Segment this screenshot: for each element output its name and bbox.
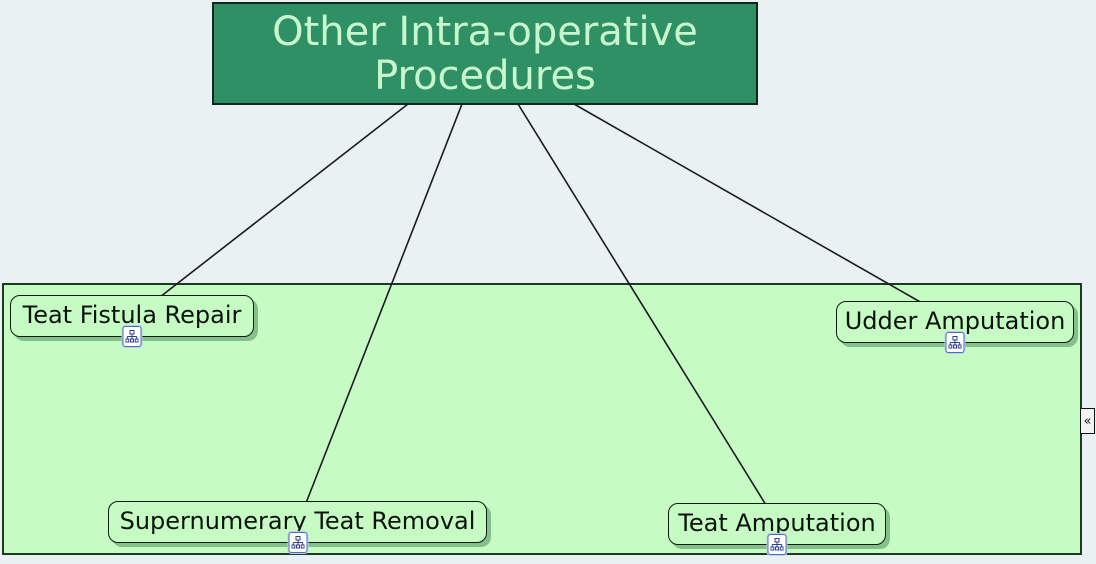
node-label: Udder Amputation xyxy=(844,307,1066,335)
node-teat-fistula-repair[interactable]: Teat Fistula Repair xyxy=(10,295,254,347)
root-node-label: Other Intra-operative Procedures xyxy=(272,8,698,99)
node-teat-amputation[interactable]: Teat Amputation xyxy=(668,503,886,555)
chevron-double-left-icon: « xyxy=(1083,413,1092,429)
hierarchy-icon[interactable] xyxy=(288,532,307,553)
collapse-panel-button[interactable]: « xyxy=(1080,408,1095,434)
edge-title-to-teat-fistula-repair xyxy=(159,103,409,298)
edge-title-to-udder-amputation xyxy=(573,103,923,304)
node-label: Supernumerary Teat Removal xyxy=(119,507,476,535)
node-label: Teat Amputation xyxy=(678,509,876,537)
hierarchy-icon[interactable] xyxy=(945,332,965,353)
hierarchy-icon[interactable] xyxy=(122,326,142,347)
node-supernumerary-teat-removal[interactable]: Supernumerary Teat Removal xyxy=(108,501,487,553)
node-udder-amputation[interactable]: Udder Amputation xyxy=(836,301,1074,353)
root-node-title[interactable]: Other Intra-operative Procedures xyxy=(212,2,758,105)
hierarchy-icon[interactable] xyxy=(767,534,787,555)
node-label: Teat Fistula Repair xyxy=(22,301,242,329)
